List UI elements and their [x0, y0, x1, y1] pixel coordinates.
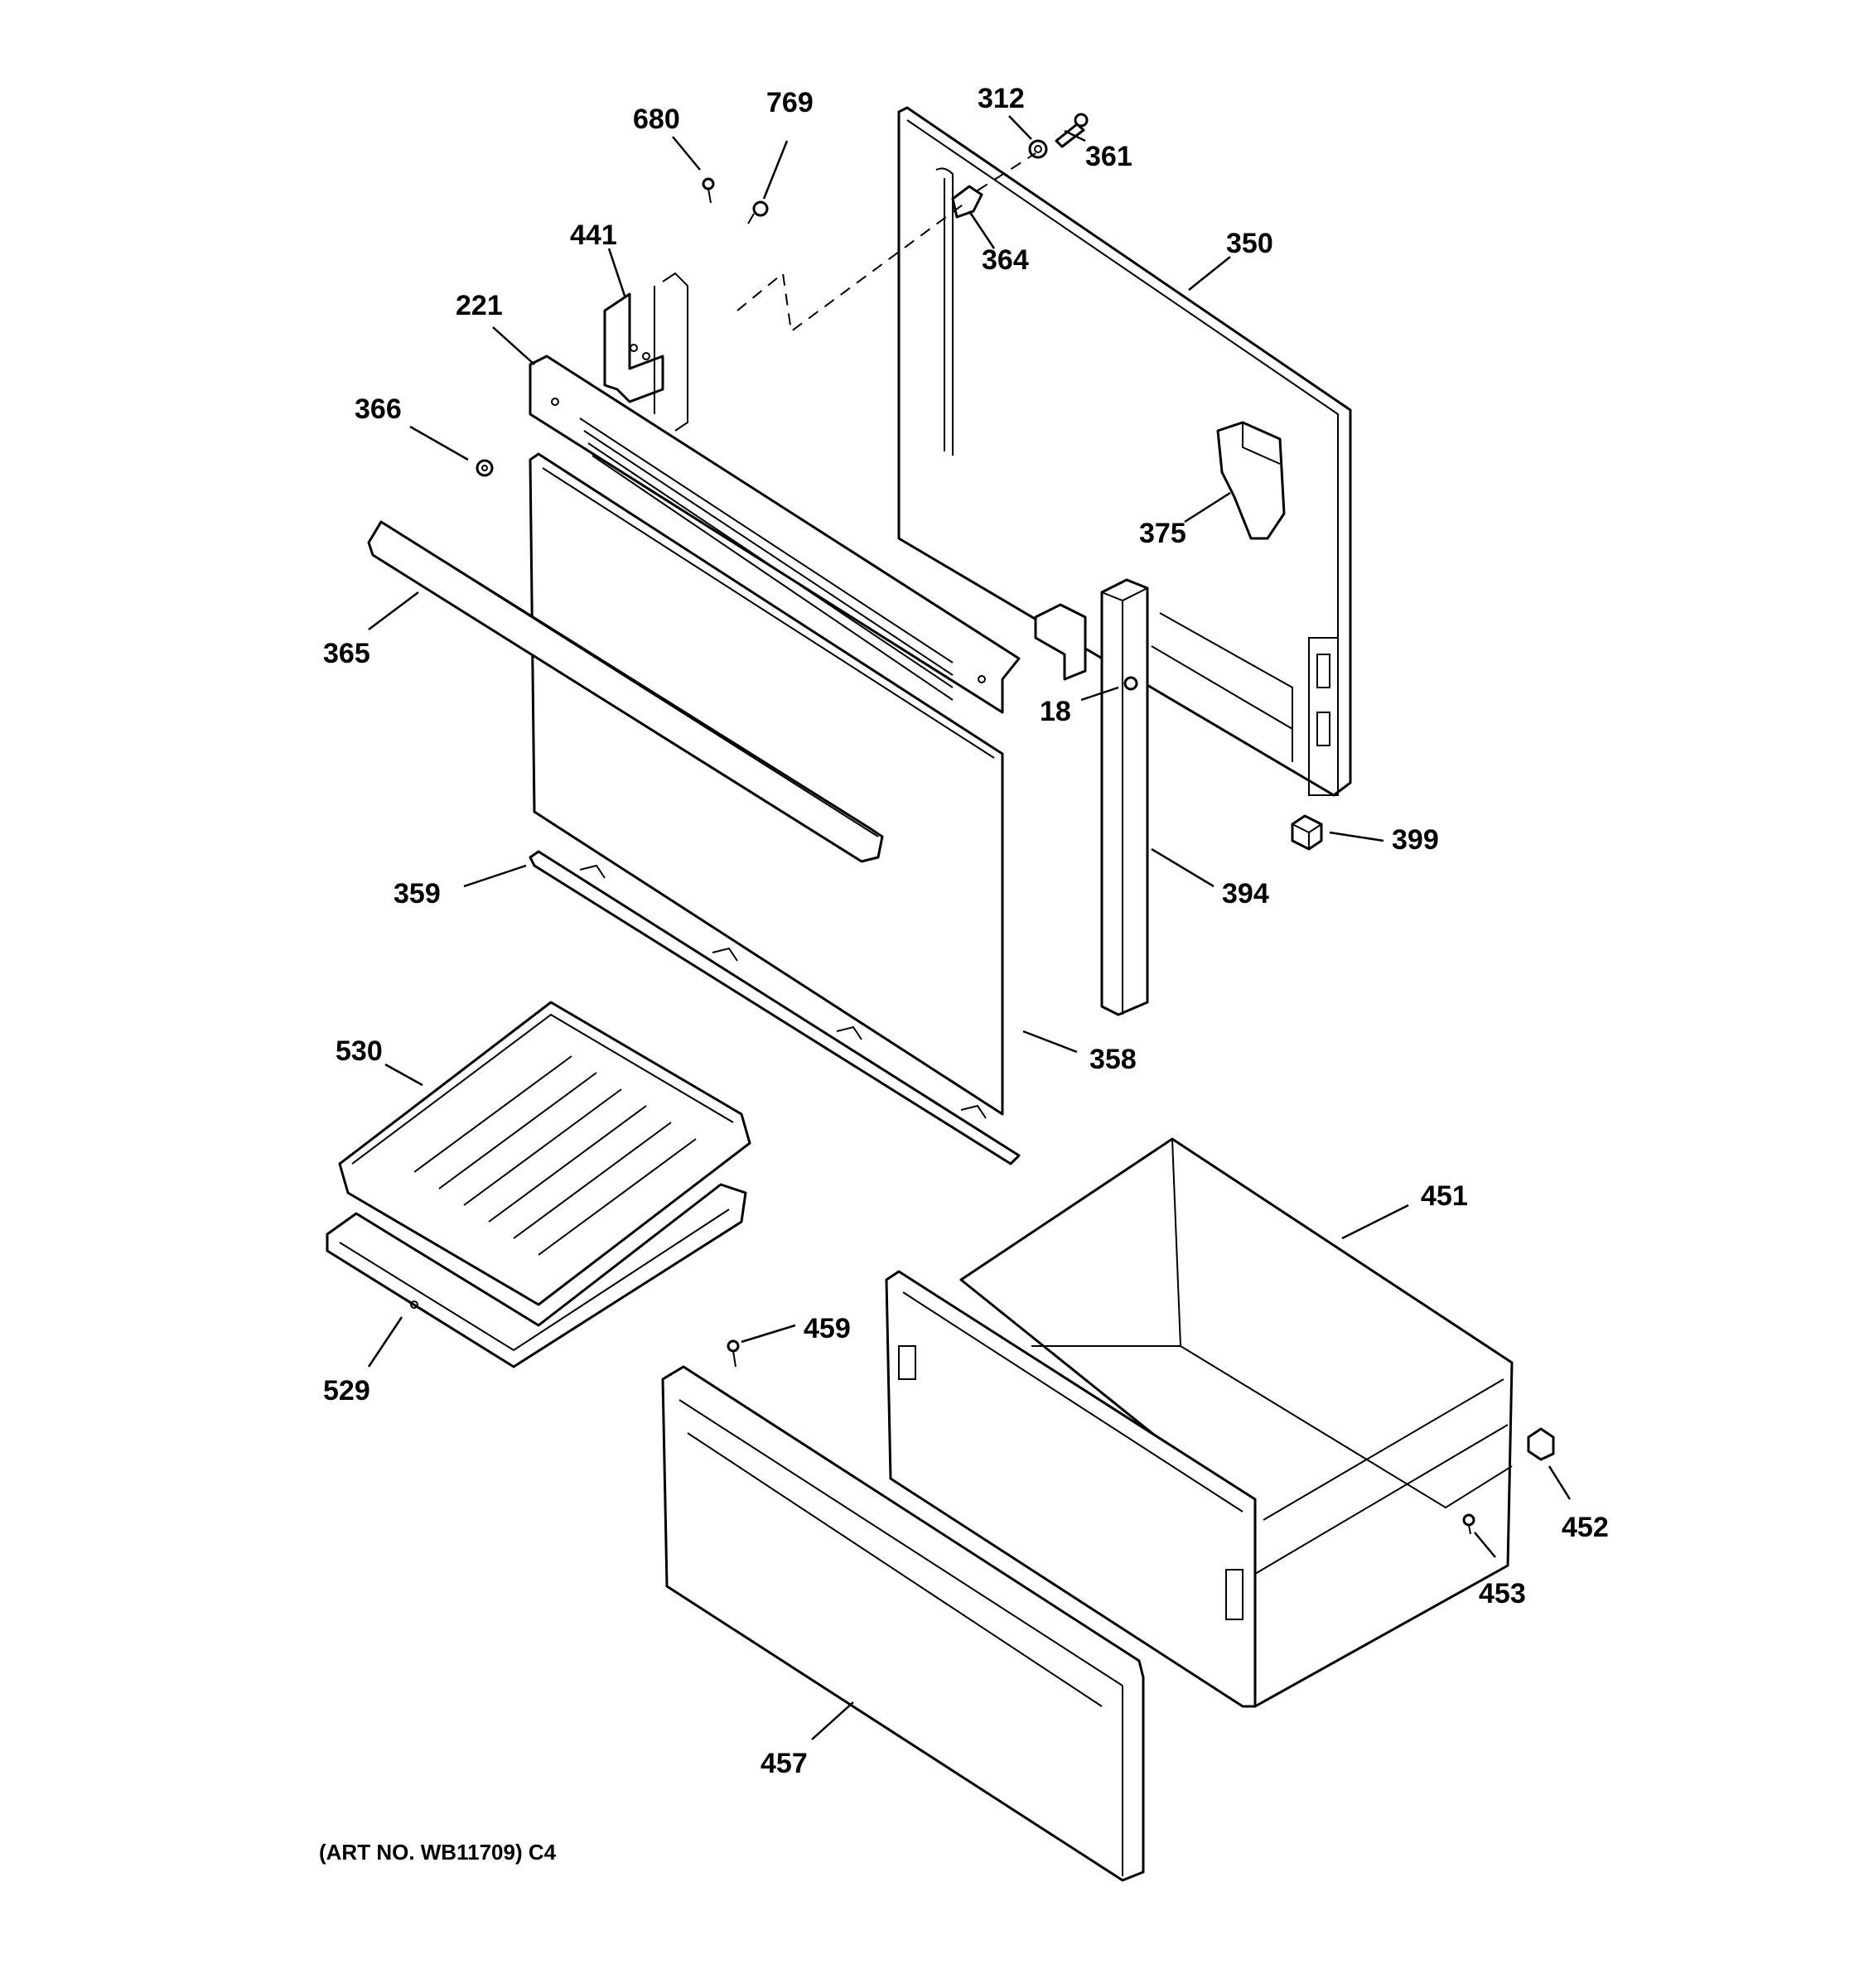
- callout-361: 361: [1085, 141, 1132, 172]
- clip-399: [1291, 814, 1323, 851]
- bolt-361: [1055, 113, 1089, 148]
- callout-365: 365: [323, 638, 370, 669]
- callout-366: 366: [355, 393, 402, 425]
- screw-459: [727, 1339, 740, 1368]
- screw-18: [1123, 676, 1138, 691]
- callout-457: 457: [761, 1748, 808, 1779]
- callout-441: 441: [570, 220, 617, 251]
- callout-221: 221: [456, 290, 503, 321]
- broiler-grid-530: [338, 1001, 751, 1306]
- nut-366: [476, 459, 494, 477]
- drawer-front-457: [661, 1365, 1145, 1882]
- callout-359: 359: [394, 878, 441, 910]
- oven-body-350: [897, 106, 1352, 797]
- art-number-caption: (ART NO. WB11709) C4: [319, 1840, 557, 1865]
- callout-769: 769: [766, 87, 814, 118]
- callout-530: 530: [336, 1035, 383, 1067]
- callout-labels: 680 769 312 361 441 364 350 221 366 375 …: [323, 83, 1609, 1779]
- screw-453: [1462, 1513, 1475, 1535]
- callout-453: 453: [1479, 1578, 1526, 1609]
- callout-680: 680: [633, 104, 680, 135]
- callout-312: 312: [978, 83, 1025, 114]
- callout-394: 394: [1222, 878, 1269, 910]
- callout-375: 375: [1139, 518, 1186, 549]
- drawer-front-inner-panel: [885, 1270, 1257, 1708]
- callout-358: 358: [1089, 1044, 1137, 1075]
- screw-769: [747, 200, 769, 224]
- insulation-375: [1216, 421, 1286, 540]
- side-trim-394: [1034, 578, 1149, 1016]
- door-panel-358: [529, 452, 1004, 1116]
- hinge-364: [951, 185, 983, 219]
- door-handle-365: [367, 520, 884, 863]
- vent-trim-221: [529, 355, 1021, 714]
- callout-18: 18: [1040, 696, 1071, 727]
- leader-lines: [367, 115, 1572, 1740]
- door-trim-bottom-359: [529, 850, 1021, 1165]
- callout-452: 452: [1562, 1512, 1609, 1543]
- callout-529: 529: [323, 1375, 370, 1407]
- callout-350: 350: [1226, 228, 1273, 259]
- callout-399: 399: [1392, 824, 1439, 856]
- callout-459: 459: [804, 1313, 851, 1344]
- bracket-441: [603, 272, 688, 432]
- clip-452: [1527, 1427, 1555, 1461]
- nut-312: [1028, 139, 1048, 159]
- callout-364: 364: [982, 244, 1029, 276]
- broiler-pan-529: [326, 1183, 747, 1368]
- callout-451: 451: [1421, 1180, 1468, 1212]
- screw-680: [702, 177, 715, 204]
